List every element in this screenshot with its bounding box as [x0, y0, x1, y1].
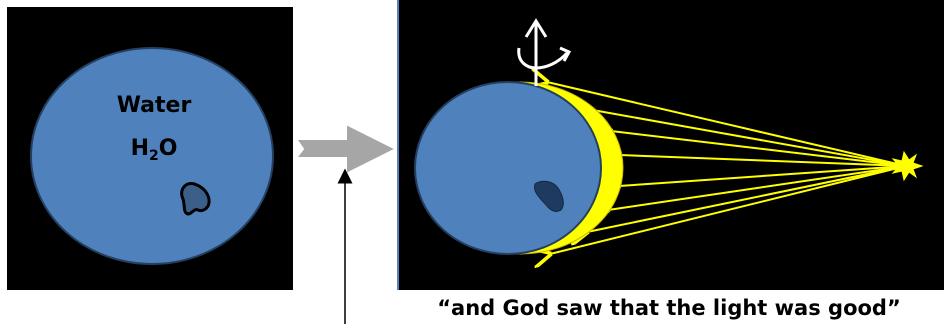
illuminated-planet	[415, 82, 601, 254]
formula-o: O	[159, 136, 178, 161]
formula-subscript: 2	[149, 148, 159, 164]
water-label: Water	[117, 93, 192, 118]
right-arrow-icon	[296, 124, 396, 174]
right-panel	[398, 0, 944, 290]
quote-caption: “and God saw that the light was good”	[437, 296, 901, 320]
left-panel: Water H2O	[7, 7, 293, 290]
formula-h: H	[131, 136, 149, 161]
